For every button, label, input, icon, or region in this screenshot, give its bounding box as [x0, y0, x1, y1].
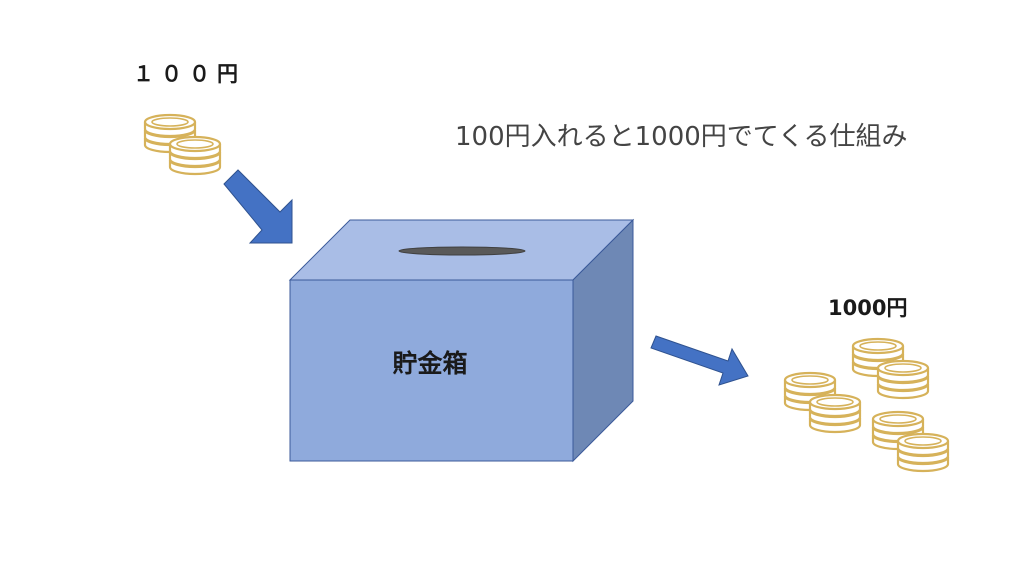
input-coin-stack-icon — [143, 113, 222, 176]
coin-slot — [398, 246, 526, 256]
input-amount-label: １００円 — [133, 62, 245, 86]
output-arrow-icon — [650, 335, 749, 386]
output-coin-stack-icon — [783, 337, 950, 473]
box-label: 貯金箱 — [392, 349, 468, 378]
output-amount-label: 1000円 — [828, 296, 908, 320]
box-front-face — [289, 279, 574, 462]
input-arrow-icon — [223, 169, 293, 244]
diagram-caption: 100円入れると1000円でてくる仕組み — [455, 122, 908, 152]
savings-box — [288, 218, 635, 463]
